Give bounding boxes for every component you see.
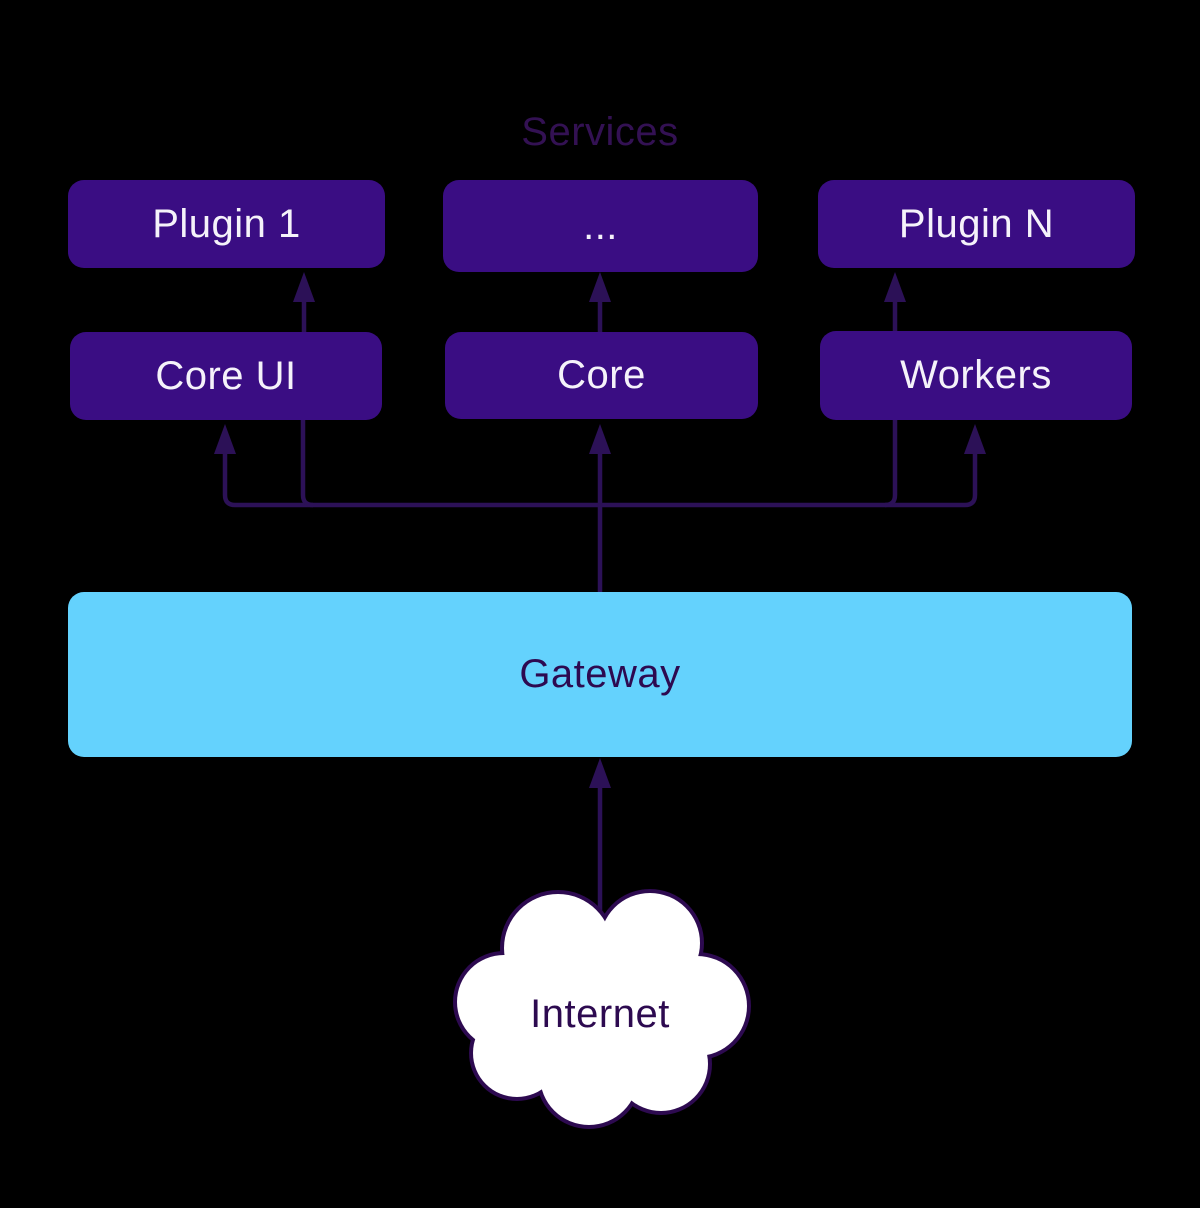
node-core: Core bbox=[445, 332, 758, 419]
node-plugin-1-label: Plugin 1 bbox=[152, 201, 301, 246]
arrowhead-into-plugin1 bbox=[293, 272, 315, 302]
edge-riser-behind-workers bbox=[884, 418, 898, 508]
arrowhead-into-core bbox=[589, 424, 611, 454]
node-internet-label: Internet bbox=[530, 992, 670, 1036]
arrowhead-into-workers bbox=[964, 424, 986, 454]
node-plugin-n-label: Plugin N bbox=[898, 201, 1055, 246]
node-workers: Workers bbox=[820, 331, 1132, 420]
node-workers-label: Workers bbox=[900, 353, 1052, 397]
arrowhead-into-core-ui bbox=[214, 424, 236, 454]
arrowhead-into-gateway bbox=[589, 758, 611, 788]
diagram-title: Services bbox=[521, 110, 679, 154]
node-ellipsis: ... bbox=[443, 180, 758, 272]
node-plugin-n: Plugin N bbox=[818, 180, 1135, 268]
node-gateway: Gateway bbox=[68, 592, 1132, 757]
node-plugin-1: Plugin 1 bbox=[68, 180, 385, 268]
node-ellipsis-label: ... bbox=[583, 203, 618, 248]
node-gateway-label: Gateway bbox=[519, 652, 681, 696]
arrowhead-into-pluginN bbox=[884, 272, 906, 302]
node-core-ui: Core UI bbox=[70, 332, 382, 420]
node-core-label: Core bbox=[557, 353, 646, 397]
edge-riser-behind-core-ui bbox=[300, 418, 314, 508]
internet-cloud bbox=[457, 893, 747, 1125]
node-core-ui-label: Core UI bbox=[155, 353, 297, 398]
arrowhead-into-dots bbox=[589, 272, 611, 302]
